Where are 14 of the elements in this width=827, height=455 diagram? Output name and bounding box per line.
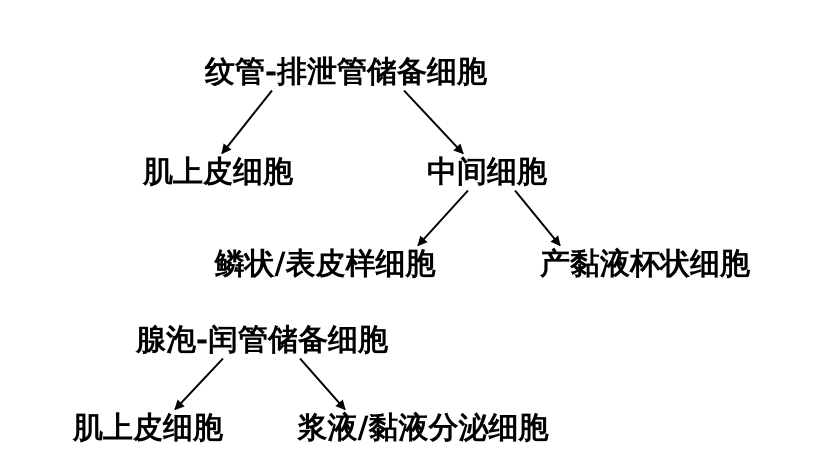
cell-type-label: 浆液/黏液分泌细胞 [296, 410, 550, 446]
arrow [221, 90, 273, 154]
cell-type-label: 纹管-排泄管储备细胞 [202, 54, 490, 90]
arrow [417, 190, 469, 246]
arrow [514, 190, 561, 246]
cell-type-label: 产黏液杯状细胞 [538, 246, 752, 282]
cell-type-label: 肌上皮细胞 [71, 410, 225, 446]
cell-type-label: 腺泡-闰管储备细胞 [134, 322, 390, 358]
arrow [174, 358, 224, 410]
arrow [403, 90, 464, 154]
cell-type-label: 中间细胞 [425, 154, 549, 190]
cell-type-label: 肌上皮细胞 [141, 154, 295, 190]
cell-type-label: 鳞状/表皮样细胞 [212, 246, 438, 282]
arrow [299, 358, 346, 410]
